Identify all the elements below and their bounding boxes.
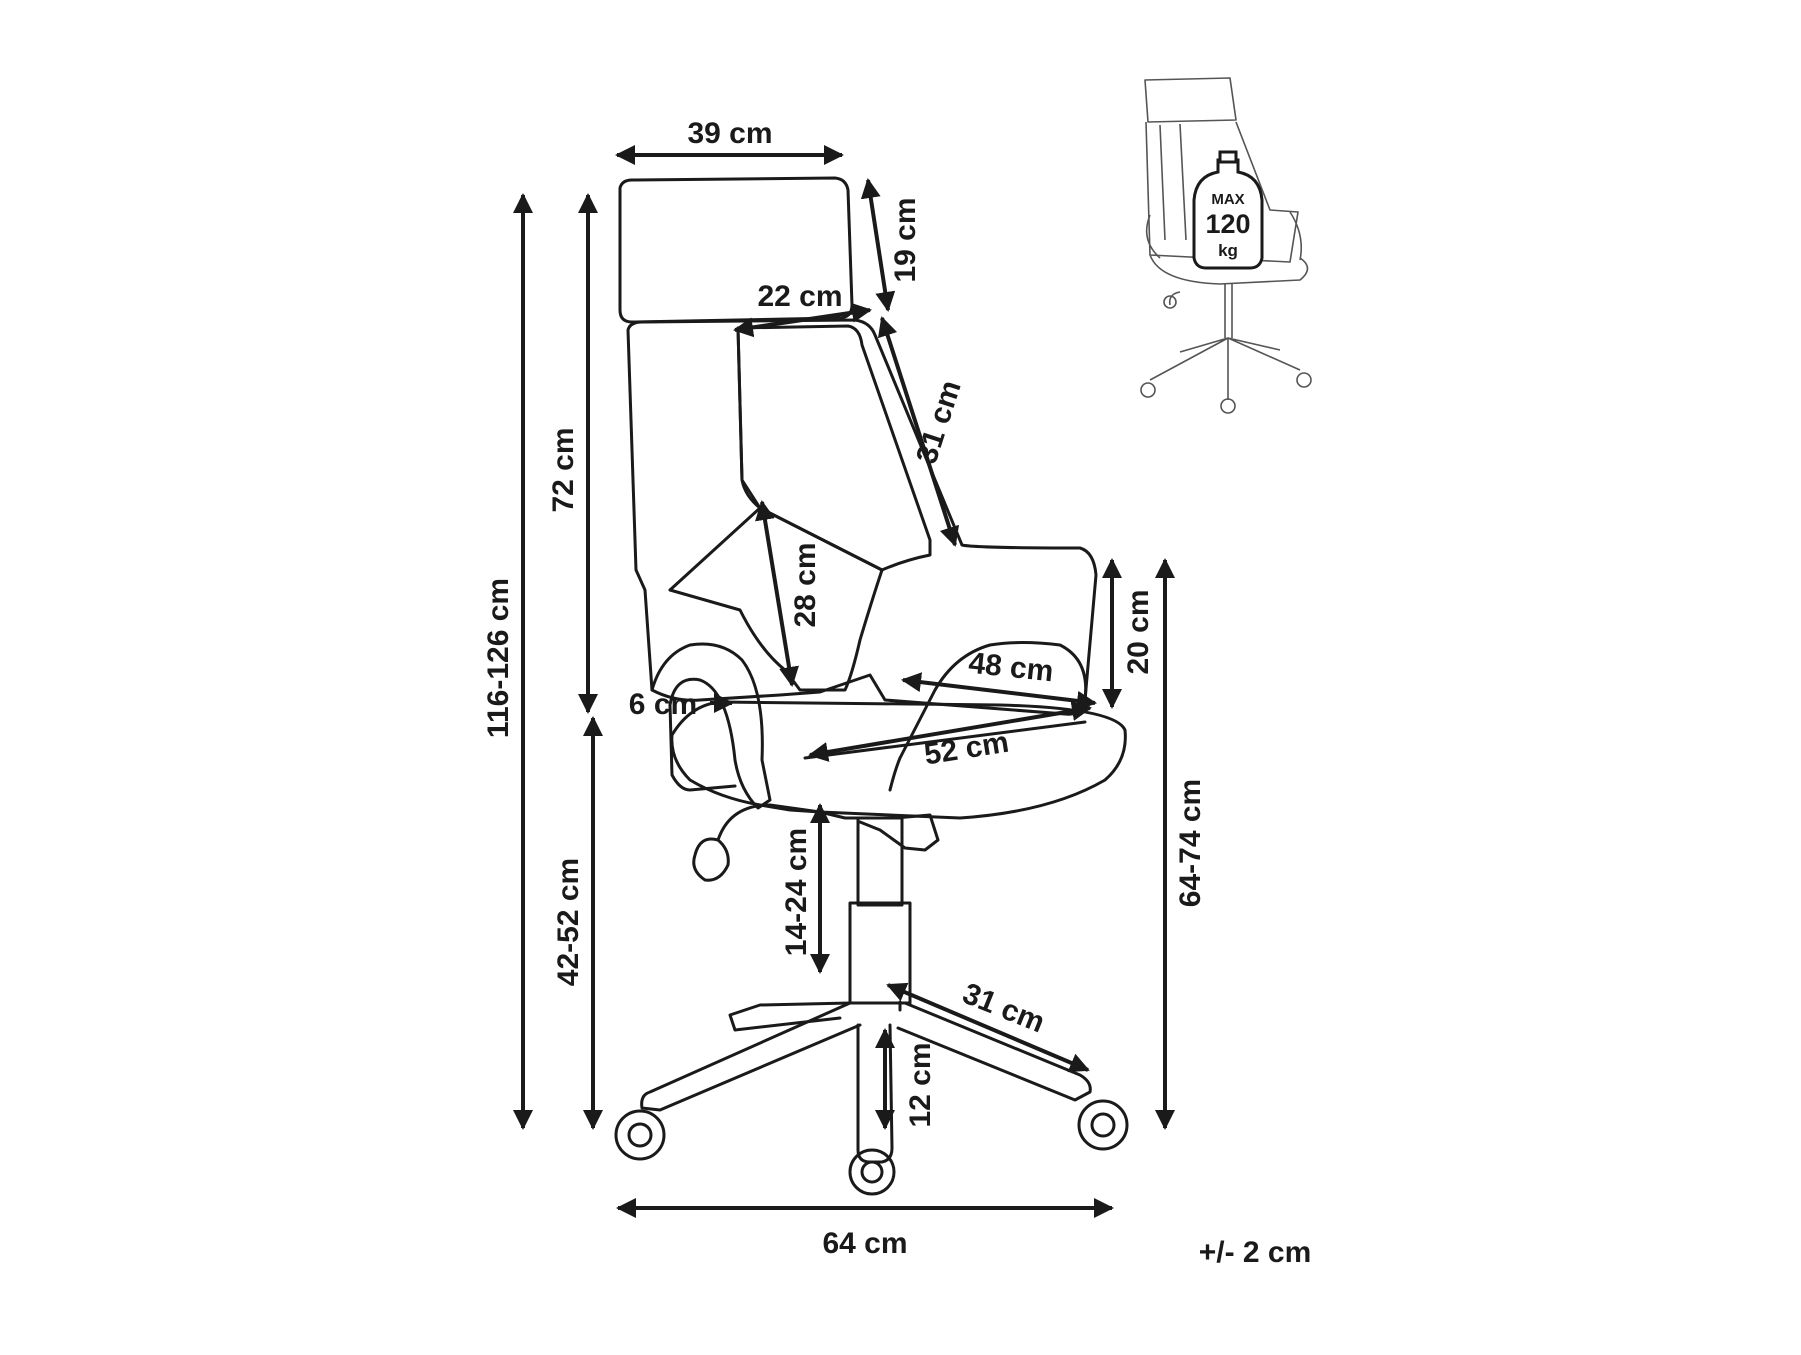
caster-right — [1077, 1099, 1129, 1151]
dimension-labels: 39 cm 19 cm 22 cm 31 cm 28 cm 72 cm 116-… — [482, 117, 1311, 1269]
label-seat-height: 42-52 cm — [552, 858, 585, 986]
thumbnail-chair: MAX 120 kg — [1140, 77, 1312, 414]
arrow-headrest-height — [860, 178, 896, 312]
gas-lever — [692, 803, 822, 882]
label-base-height: 12 cm — [904, 1042, 937, 1127]
caster-left — [614, 1109, 666, 1161]
backrest-left-panel — [668, 326, 762, 592]
base-leg-left — [640, 1001, 862, 1112]
arrow-seat-depth — [901, 672, 1097, 711]
weight-badge-value: 120 — [1205, 209, 1250, 239]
base-leg-back-left — [728, 1001, 852, 1032]
caster-front — [848, 1148, 896, 1196]
label-backrest-center: 28 cm — [789, 542, 822, 627]
weight-badge-max: MAX — [1211, 191, 1244, 208]
label-backrest-side: 31 cm — [910, 377, 968, 468]
label-gas-lift: 14-24 cm — [780, 828, 813, 956]
label-headrest-width: 39 cm — [687, 117, 772, 150]
label-seat-depth: 48 cm — [967, 647, 1055, 689]
label-backrest-height: 72 cm — [547, 427, 580, 512]
base-leg-right — [896, 1001, 1092, 1102]
weight-badge-unit: kg — [1218, 241, 1238, 260]
arrow-seat-width — [808, 701, 1092, 762]
arrow-backrest-center — [755, 500, 799, 687]
armrest-right — [888, 641, 1088, 792]
armrest-left — [650, 642, 772, 810]
label-total-height: 116-126 cm — [482, 578, 515, 738]
dimension-arrows — [513, 145, 1175, 1218]
gas-lift-lower — [848, 901, 912, 1005]
label-headrest-height: 19 cm — [889, 197, 922, 282]
label-armrest-floor-height: 64-74 cm — [1174, 779, 1207, 907]
tolerance-note: +/- 2 cm — [1199, 1236, 1312, 1269]
arrow-backrest-top-width — [733, 302, 872, 338]
label-backrest-top-width: 22 cm — [757, 280, 842, 313]
weight-capacity-icon: MAX 120 kg — [1192, 150, 1264, 270]
arrow-leg-length — [886, 982, 1090, 1073]
label-armrest-height: 20 cm — [1122, 589, 1155, 674]
label-armrest-width: 6 cm — [629, 688, 697, 721]
label-base-width: 64 cm — [822, 1227, 907, 1260]
arrow-backrest-side — [877, 316, 960, 547]
